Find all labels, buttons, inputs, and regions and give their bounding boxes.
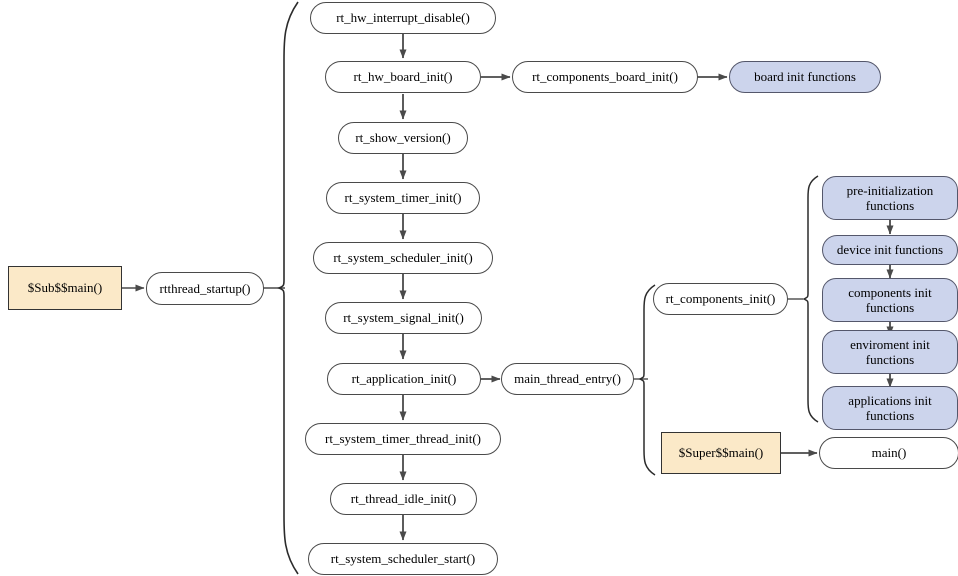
node-main-thread-entry[interactable]: main_thread_entry() [501,363,634,395]
node-super-main-label: $Super$$main() [678,445,764,461]
node-label: rt_thread_idle_init() [350,491,457,507]
node-rt-system-scheduler-init[interactable]: rt_system_scheduler_init() [313,242,493,274]
node-label: rt_system_scheduler_start() [330,551,476,567]
node-rt-system-timer-init[interactable]: rt_system_timer_init() [326,182,480,214]
node-rt-application-init[interactable]: rt_application_init() [327,363,481,395]
node-sub-main-label: $Sub$$main() [27,280,103,296]
node-label: board init functions [754,69,856,85]
node-rtthread-startup-label: rtthread_startup() [159,280,251,296]
node-label: rt_components_init() [665,291,776,307]
node-applications-init-functions[interactable]: applications init functions [822,386,958,430]
node-label: main_thread_entry() [514,371,621,387]
node-rt-system-scheduler-start[interactable]: rt_system_scheduler_start() [308,543,498,575]
node-label: rt_application_init() [351,371,457,387]
node-rt-components-board-init[interactable]: rt_components_board_init() [512,61,698,93]
node-label: pre-initialization functions [846,182,934,213]
node-label: enviroment init functions [850,336,930,367]
node-label: rt_system_timer_init() [344,190,462,206]
node-rt-components-init[interactable]: rt_components_init() [653,283,788,315]
node-label: rt_system_signal_init() [343,310,464,326]
node-rtthread-startup[interactable]: rtthread_startup() [146,272,264,305]
node-pre-initialization-functions[interactable]: pre-initialization functions [822,176,958,220]
node-super-main[interactable]: $Super$$main() [661,432,781,474]
node-label: device init functions [836,242,944,258]
node-label: rt_system_timer_thread_init() [325,431,481,447]
node-rt-hw-interrupt-disable[interactable]: rt_hw_interrupt_disable() [310,2,496,34]
node-rt-thread-idle-init[interactable]: rt_thread_idle_init() [330,483,477,515]
node-rt-system-timer-thread-init[interactable]: rt_system_timer_thread_init() [305,423,501,455]
node-board-init-functions[interactable]: board init functions [729,61,881,93]
node-rt-hw-board-init[interactable]: rt_hw_board_init() [325,61,481,93]
node-label: rt_system_scheduler_init() [333,250,473,266]
node-label: rt_hw_board_init() [353,69,453,85]
node-label: rt_hw_interrupt_disable() [336,10,470,26]
node-rt-system-signal-init[interactable]: rt_system_signal_init() [325,302,482,334]
node-label: rt_components_board_init() [532,69,678,85]
node-label: applications init functions [848,392,932,423]
node-components-init-functions[interactable]: components init functions [822,278,958,322]
node-rt-show-version[interactable]: rt_show_version() [338,122,468,154]
node-main[interactable]: main() [819,437,958,469]
node-device-init-functions[interactable]: device init functions [822,235,958,265]
node-enviroment-init-functions[interactable]: enviroment init functions [822,330,958,374]
node-main-label: main() [871,445,907,461]
node-label: components init functions [848,284,932,315]
node-label: rt_show_version() [355,130,451,146]
node-sub-main[interactable]: $Sub$$main() [8,266,122,310]
